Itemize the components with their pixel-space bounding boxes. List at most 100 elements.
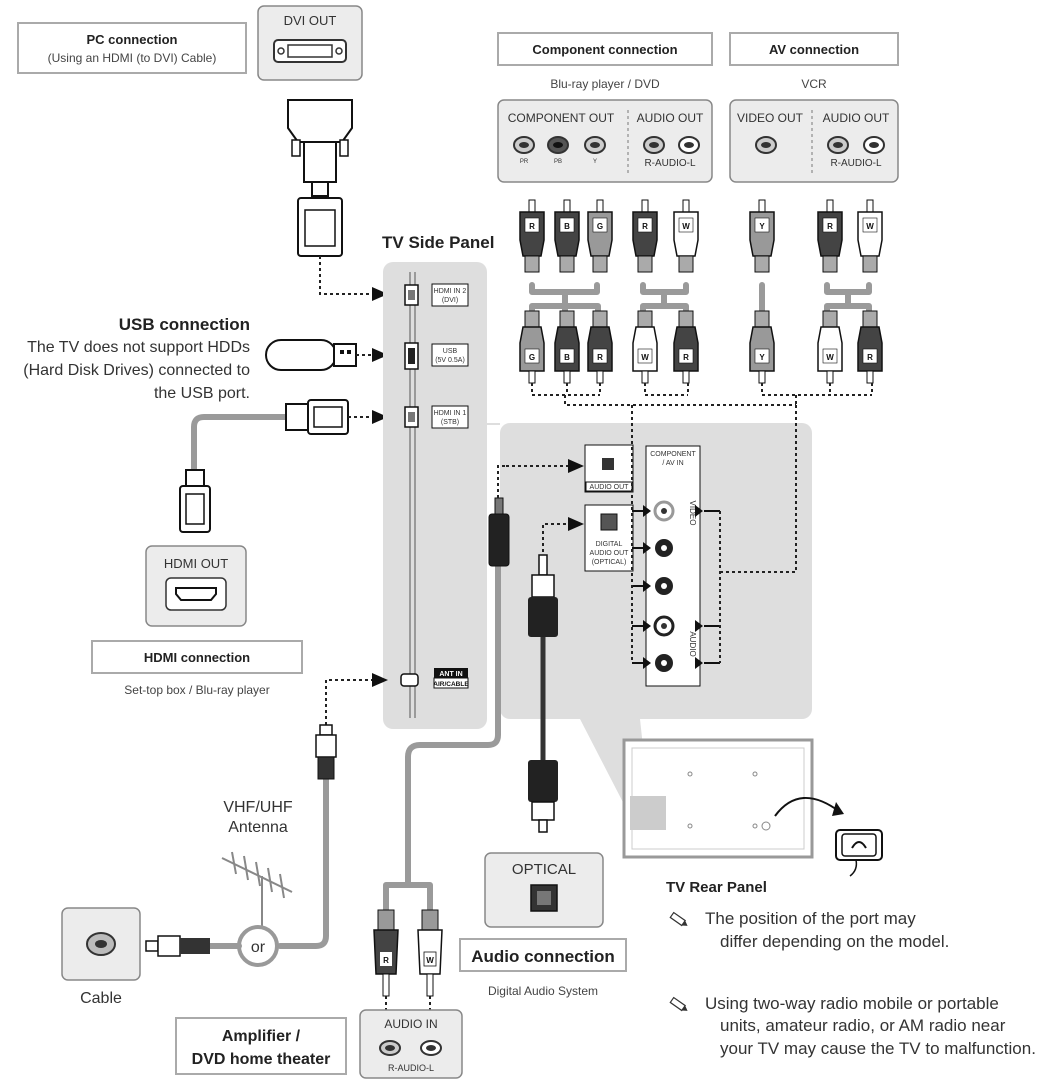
audio-in-port-box: [359, 1009, 463, 1079]
amp-title-line2: DVD home theater: [192, 1051, 331, 1068]
optical-plug-bottom-icon: [528, 760, 558, 833]
arrow-hdmi1: [372, 410, 388, 424]
component-rca-jacks: [513, 136, 700, 154]
rca-top-plug-audio-w: W: [673, 199, 699, 273]
hdmi-plug-top-icon: [285, 399, 349, 435]
rca-bottom-plug-g: G: [519, 310, 545, 384]
rca-bottom-plug-r: R: [587, 310, 613, 384]
av-rl-label: R-AUDIO-L: [830, 158, 882, 169]
optical-plug-top-icon: [528, 554, 558, 637]
ant-in-port: [400, 673, 419, 687]
power-socket-icon: [835, 829, 883, 877]
pr-label: PR: [520, 159, 529, 165]
rca-top-plug-b-label: B: [564, 222, 570, 231]
note-pencil-icon-1: [669, 911, 688, 927]
rca-bottom-plug-video-y: Y: [749, 310, 775, 384]
audio-in-rl-label: R-AUDIO-L: [388, 1063, 434, 1073]
power-arrow: [774, 797, 841, 817]
hdmi-cable: [191, 414, 289, 473]
audio-connection-box: [459, 938, 627, 972]
dvi-plug-icon: [287, 99, 353, 257]
rear-video-label: VIDEO: [688, 501, 697, 526]
note2-line3: your TV may cause the TV to malfunction.: [720, 1039, 1036, 1058]
amp-plug-w-label: W: [426, 956, 434, 965]
video-out-label: VIDEO OUT: [737, 111, 804, 125]
rear-optical-label3: (OPTICAL): [592, 559, 627, 566]
hdmi-connection-devices: Set-top box / Blu-ray player: [124, 683, 269, 697]
amplifier-group: R W Amplifier / DVD home theater AUDIO I…: [175, 909, 463, 1079]
usb-label: USB: [443, 348, 458, 355]
av-connection-title: AV connection: [769, 42, 859, 57]
usb-note-line1: The TV does not support HDDs: [27, 339, 250, 356]
hdmi1-sublabel: (STB): [441, 419, 459, 426]
rca-top-plug-av-w: W: [857, 199, 883, 273]
rca-bottom-plug-audio-r-label: R: [683, 353, 689, 362]
ant-label: ANT IN: [439, 671, 462, 678]
coax-plug-left-icon: [145, 935, 210, 957]
av-connection-box: [729, 32, 899, 66]
amp-plug-r-icon: [373, 909, 399, 997]
rear-audio-out-label: AUDIO OUT: [590, 484, 630, 491]
amp-plug-r-label: R: [383, 956, 389, 965]
rca-bottom-plug-av-w: W: [817, 310, 843, 384]
arrow-rear-optical: [568, 517, 584, 531]
antenna-group: VHF/UHF Antenna or Cable: [61, 673, 388, 1007]
rca-bottom-plug-av-w-label: W: [826, 353, 834, 362]
amp-connection-box: [175, 1017, 347, 1075]
rca-top-plug-audio-r: R: [632, 199, 658, 273]
pc-connection-title: PC connection: [86, 32, 177, 47]
rca-top-plug-video-y: Y: [749, 199, 775, 273]
hdmi-out-label: HDMI OUT: [164, 556, 228, 571]
component-devices: Blu-ray player / DVD: [550, 77, 660, 91]
notes-group: The position of the port may differ depe…: [669, 909, 1036, 1058]
rca-top-plug-r: R: [519, 199, 545, 273]
arrow-usb: [372, 348, 388, 362]
rear-audio-label: AUDIO: [688, 631, 697, 656]
component-connection-title: Component connection: [532, 42, 677, 57]
y-label: Y: [593, 159, 597, 165]
or-label: or: [251, 939, 266, 956]
rca-bottom-plug-video-y-label: Y: [759, 353, 765, 362]
cable-label: Cable: [80, 990, 122, 1007]
component-connection-box: [497, 32, 713, 66]
rca-dotted-lines: [531, 383, 873, 406]
rca-bottom-plug-g-label: G: [529, 353, 535, 362]
av-audio-out-label: AUDIO OUT: [823, 111, 890, 125]
rca-bottom-plug-av-r-label: R: [867, 353, 873, 362]
side-panel-body: [383, 262, 487, 729]
rear-av-in-label: / AV IN: [662, 460, 683, 467]
rear-component-av-box: [645, 445, 701, 687]
hdmi-connection-group: HDMI OUT HDMI connection Set-top box / B…: [91, 399, 388, 697]
rear-optical-label1: DIGITAL: [596, 541, 623, 548]
rca-bottom-plug-b-label: B: [564, 353, 570, 362]
hdmi1-label-box: [431, 405, 469, 429]
rca-top-plug-av-r: R: [817, 199, 843, 273]
note1-line1: The position of the port may: [705, 909, 916, 928]
tv-rear-panel-zoom: AUDIO OUT DIGITAL AUDIO OUT (OPTICAL) CO…: [487, 405, 812, 812]
tv-rear-small: TV Rear Panel: [622, 738, 883, 896]
rear-component-label: COMPONENT: [650, 451, 696, 458]
rca-top-plug-av-w-label: W: [866, 222, 874, 231]
rear-rca-jacks: [653, 500, 675, 672]
usb-label-box: [431, 343, 469, 367]
rca-cable-bundle: [529, 282, 872, 315]
usb-note-line3: the USB port.: [154, 385, 250, 402]
arrow-rear-audio-out: [568, 459, 584, 473]
rca-top-plug-audio-r-label: R: [642, 222, 648, 231]
rca-bottom-plug-av-r: R: [857, 310, 883, 384]
amp-plug-w-icon: [417, 909, 443, 997]
hdmi-connection-title: HDMI connection: [144, 650, 250, 665]
rca-top-plug-audio-w-label: W: [682, 222, 690, 231]
usb-sublabel: (5V 0.5A): [435, 357, 465, 364]
pc-connection-subtitle: (Using an HDMI (to DVI) Cable): [48, 51, 217, 65]
rca-top-plug-g: G: [587, 199, 613, 273]
tv-port-area: [630, 796, 666, 830]
audio-connection-devices: Digital Audio System: [488, 984, 598, 998]
note-pencil-icon-2: [669, 996, 688, 1012]
hdmi-plug-bottom-icon: [179, 469, 211, 533]
note1-line2: differ depending on the model.: [720, 932, 949, 951]
note2-line2: units, amateur radio, or AM radio near: [720, 1016, 1006, 1035]
pb-label: PB: [554, 159, 562, 165]
